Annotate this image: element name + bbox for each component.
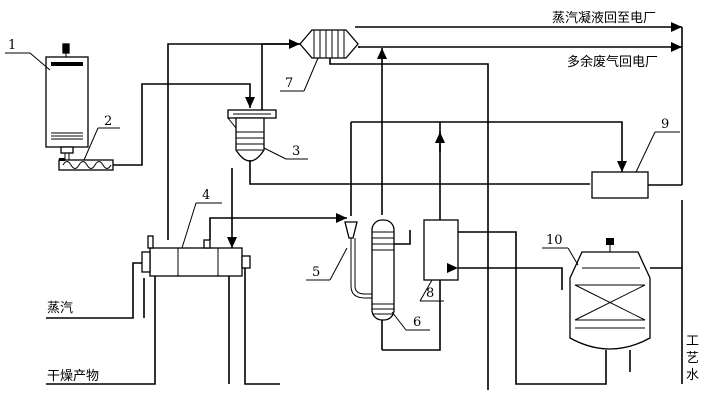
process-water-char-2: 艺 bbox=[686, 351, 699, 366]
label-7: 7 bbox=[280, 57, 319, 92]
svg-text:4: 4 bbox=[202, 188, 210, 203]
label-4: 4 bbox=[181, 188, 222, 249]
svg-text:8: 8 bbox=[426, 286, 434, 301]
reactor-10 bbox=[569, 238, 651, 350]
dry-product-label: 干燥产物 bbox=[47, 369, 99, 384]
label-9: 9 bbox=[635, 117, 680, 173]
excess-exhaust-label: 多余废气回电厂 bbox=[567, 54, 658, 70]
process-water-char-3: 水 bbox=[686, 368, 699, 383]
svg-text:6: 6 bbox=[413, 315, 421, 330]
svg-text:7: 7 bbox=[285, 76, 293, 91]
dryer-4 bbox=[141, 235, 251, 277]
svg-text:2: 2 bbox=[104, 114, 112, 129]
column-6 bbox=[371, 219, 395, 321]
process-water-char-1: 工 bbox=[686, 334, 699, 349]
heat-exchanger-7 bbox=[299, 29, 359, 59]
silo-1 bbox=[45, 43, 89, 162]
tank-8 bbox=[423, 219, 459, 281]
label-1: 1 bbox=[5, 38, 51, 71]
cyclone-3 bbox=[227, 109, 277, 162]
label-2: 2 bbox=[83, 114, 120, 161]
ejector-5 bbox=[344, 221, 372, 299]
svg-text:3: 3 bbox=[292, 144, 300, 159]
svg-text:1: 1 bbox=[8, 38, 16, 53]
svg-text:10: 10 bbox=[546, 233, 563, 248]
screw-conveyor-2 bbox=[58, 158, 114, 171]
svg-text:5: 5 bbox=[312, 265, 320, 280]
label-5: 5 bbox=[306, 247, 348, 281]
steam-condensate-label: 蒸汽凝液回至电厂 bbox=[552, 10, 656, 26]
steam-label: 蒸汽 bbox=[47, 301, 73, 316]
label-3: 3 bbox=[263, 144, 308, 160]
label-10: 10 bbox=[542, 233, 579, 266]
label-6: 6 bbox=[391, 311, 430, 331]
unit-9 bbox=[591, 171, 649, 199]
label-8: 8 bbox=[419, 279, 444, 302]
svg-text:9: 9 bbox=[661, 117, 669, 132]
